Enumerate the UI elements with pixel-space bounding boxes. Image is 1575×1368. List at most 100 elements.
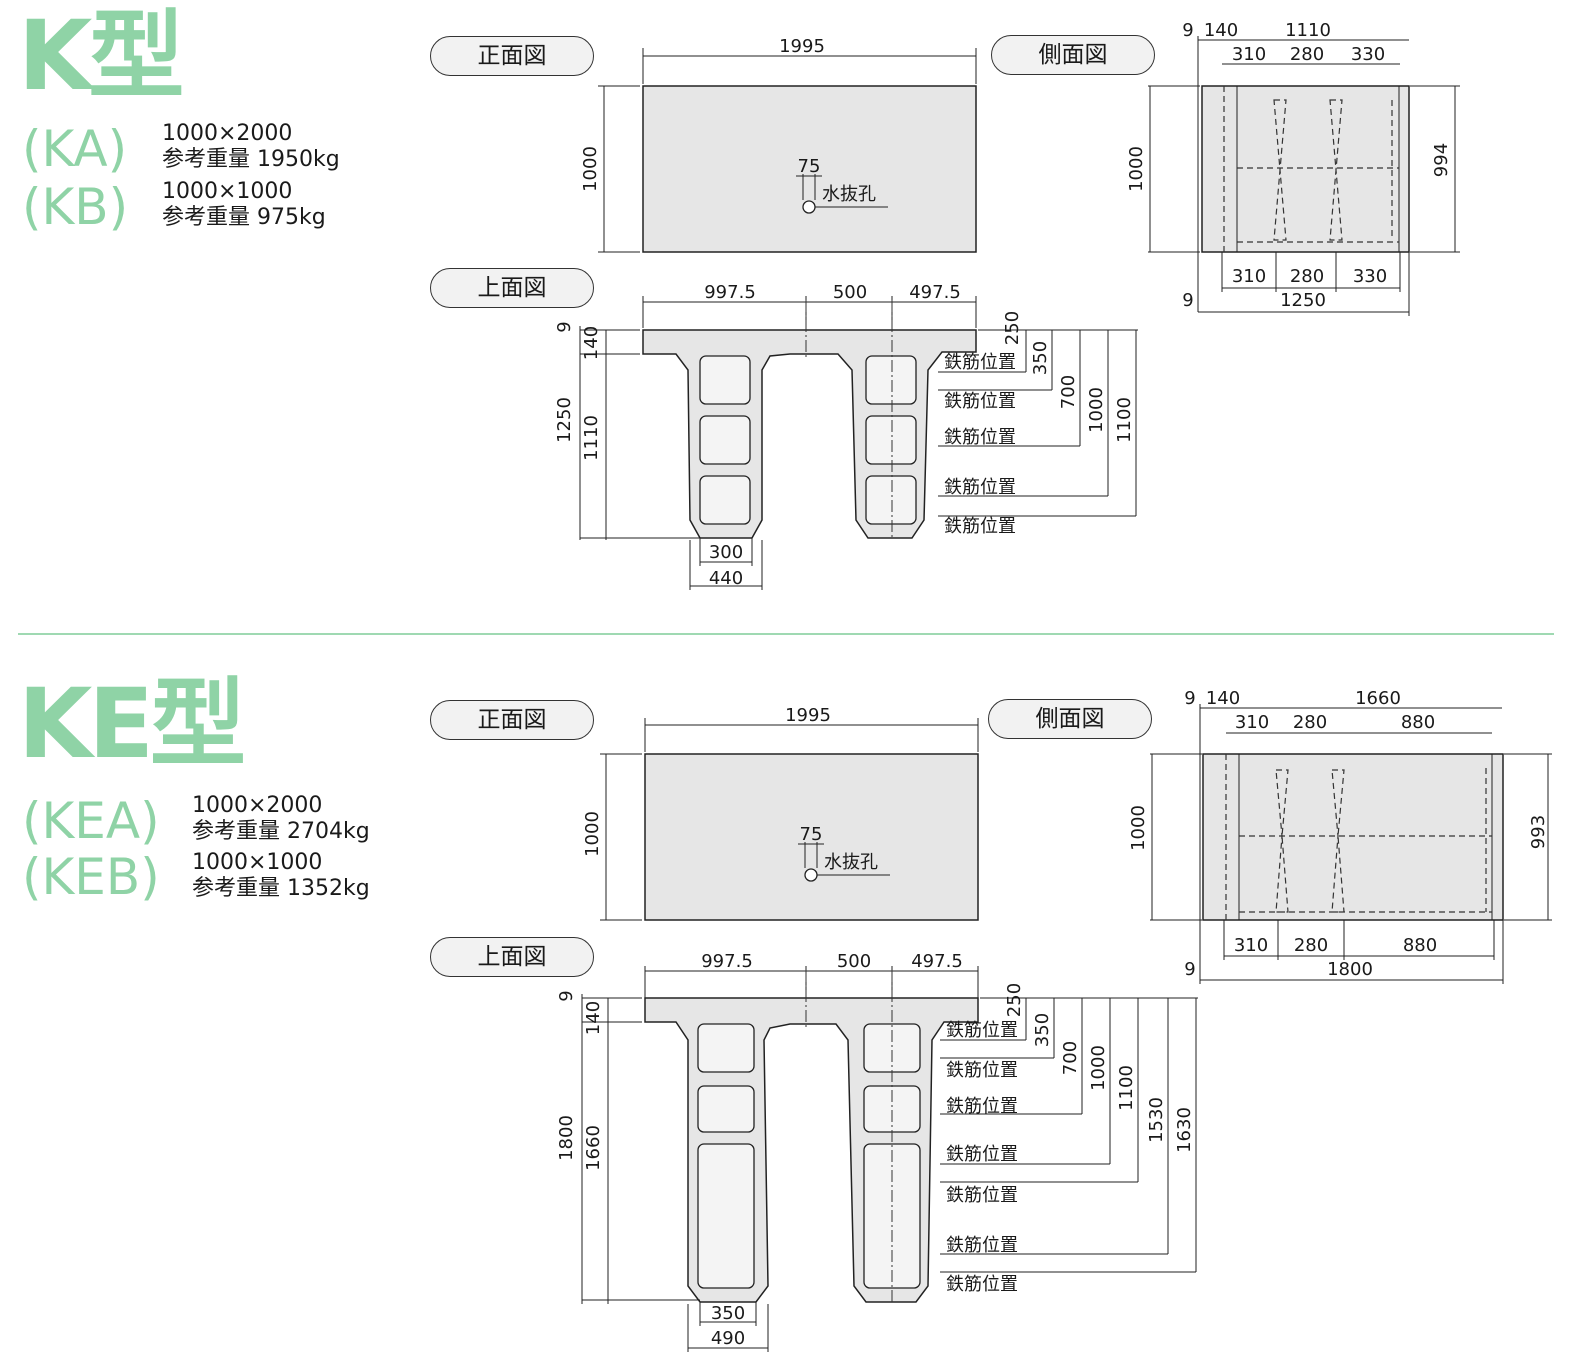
k-plan-top-dim-3: 497.5: [909, 282, 961, 303]
k-side-span-1: 310: [1232, 44, 1266, 65]
k-side-bottom-span-2: 280: [1290, 266, 1324, 287]
k-rebar-label-4: 鉄筋位置: [944, 477, 1016, 498]
ke-plan-left-dim-3: 1800: [556, 1115, 577, 1161]
ke-plan-left-dim-2: 140: [583, 1001, 604, 1035]
k-side-bottom-span-3: 330: [1353, 266, 1387, 287]
ke-plan-bottom-dim-1: 350: [711, 1303, 745, 1324]
ke-plan-right-dim-3: 700: [1060, 1041, 1081, 1075]
ke-front-view-label: 正面図: [430, 700, 594, 740]
ke-plan-right-dim-1: 250: [1004, 983, 1025, 1017]
ke-rebar-label-2: 鉄筋位置: [946, 1060, 1018, 1081]
ke-side-left-h: 1000: [1128, 805, 1149, 851]
keb-weight: 参考重量 1352kg: [192, 876, 370, 901]
ke-side-top-total: 1660: [1355, 688, 1401, 709]
ke-plan-right-dim-2: 350: [1032, 1013, 1053, 1047]
ke-side-bottom-span-1: 310: [1234, 935, 1268, 956]
ke-side-bottom-span-3: 880: [1403, 935, 1437, 956]
k-side-top-a: 9: [1182, 20, 1193, 41]
ke-front-width: 1995: [785, 705, 831, 726]
k-front-hole-label: 水抜孔: [822, 184, 876, 205]
k-side-view-label: 側面図: [991, 35, 1155, 75]
keb-size: 1000×1000: [192, 850, 323, 875]
ke-drawings: 1995 1000 75 水抜孔 9 140 1660 310 280 880: [556, 688, 1552, 1352]
ke-plan-top-dim-1: 997.5: [701, 951, 753, 972]
ke-type-section: KE型 (KEA) 1000×2000 参考重量 2704kg (KEB) 10…: [0, 636, 1575, 1368]
kb-weight: 参考重量 975kg: [162, 205, 326, 230]
kea-size: 1000×2000: [192, 793, 323, 818]
k-type-title: K型: [18, 0, 184, 112]
ke-front-hole-dia: 75: [800, 824, 823, 845]
kea-code: (KEA): [22, 792, 160, 850]
k-side-view: 9 140 1110 310 280 330 1000 994 310: [1126, 20, 1460, 316]
k-rebar-label-1: 鉄筋位置: [944, 352, 1016, 373]
ke-side-span-1: 310: [1235, 712, 1269, 733]
ke-plan-top-dim-2: 500: [837, 951, 871, 972]
k-side-top-b: 140: [1204, 20, 1238, 41]
k-front-width: 1995: [779, 36, 825, 57]
k-plan-top-dim-2: 500: [833, 282, 867, 303]
ke-top-view-label: 上面図: [430, 937, 594, 977]
ka-size: 1000×2000: [162, 121, 293, 146]
ke-plan-top-dim-3: 497.5: [911, 951, 963, 972]
k-side-bottom-a: 9: [1182, 290, 1193, 311]
ke-rebar-label-5: 鉄筋位置: [946, 1185, 1018, 1206]
k-rebar-label-3: 鉄筋位置: [944, 427, 1016, 448]
ke-side-right-h: 993: [1528, 815, 1549, 849]
k-front-hole-dia: 75: [798, 156, 821, 177]
ke-front-view: 1995 1000 75 水抜孔: [582, 705, 979, 921]
k-plan-right-dim-1: 250: [1002, 311, 1023, 345]
ke-plan-left-dim-1: 9: [556, 990, 577, 1001]
ka-weight: 参考重量 1950kg: [162, 147, 340, 172]
k-drawings: 1995 1000 75 水抜孔 9 140 1110 310 280 330: [554, 20, 1460, 590]
k-side-top-total: 1110: [1285, 20, 1331, 41]
ke-plan-left-dim-4: 1660: [583, 1125, 604, 1171]
ke-side-top-a: 9: [1184, 688, 1195, 709]
ke-side-bottom-a: 9: [1184, 959, 1195, 980]
k-plan-bottom-dim-1: 300: [709, 542, 743, 563]
k-rebar-label-2: 鉄筋位置: [944, 391, 1016, 412]
ke-plan-right-dim-5: 1100: [1116, 1065, 1137, 1111]
ke-plan-right-dim-4: 1000: [1088, 1045, 1109, 1091]
ka-code: (KA): [22, 120, 128, 178]
ke-side-span-2: 280: [1293, 712, 1327, 733]
keb-code: (KEB): [22, 848, 160, 906]
k-front-view-label: 正面図: [430, 36, 594, 76]
ke-plan-view: 997.5 500 497.5 9 140 1800 1660: [556, 951, 1198, 1352]
kb-size: 1000×1000: [162, 179, 293, 204]
ke-side-view-label: 側面図: [988, 699, 1152, 739]
k-plan-top-dim-1: 997.5: [704, 282, 756, 303]
ke-front-height: 1000: [582, 811, 603, 857]
k-side-right-h: 994: [1431, 143, 1452, 177]
k-plan-right-dim-2: 350: [1030, 341, 1051, 375]
ke-rebar-label-6: 鉄筋位置: [946, 1235, 1018, 1256]
k-plan-left-dim-1: 9: [554, 321, 575, 332]
ke-plan-bottom-dim-2: 490: [711, 1328, 745, 1349]
k-side-bottom-span-1: 310: [1232, 266, 1266, 287]
k-front-height: 1000: [580, 146, 601, 192]
k-plan-view: 997.5 500 497.5 9 140 1250 1110: [554, 282, 1138, 590]
k-plan-right-dim-5: 1100: [1114, 397, 1135, 443]
ke-plan-right-dim-6: 1530: [1146, 1097, 1167, 1143]
ke-plan-right-dim-7: 1630: [1174, 1107, 1195, 1153]
k-rebar-label-5: 鉄筋位置: [944, 516, 1016, 537]
ke-rebar-label-7: 鉄筋位置: [946, 1274, 1018, 1295]
k-plan-right-dim-4: 1000: [1086, 387, 1107, 433]
ke-rebar-label-1: 鉄筋位置: [946, 1020, 1018, 1041]
k-side-bottom-total: 1250: [1280, 290, 1326, 311]
ke-front-hole-label: 水抜孔: [824, 852, 878, 873]
ke-rebar-label-3: 鉄筋位置: [946, 1096, 1018, 1117]
ke-side-span-3: 880: [1401, 712, 1435, 733]
k-top-view-label: 上面図: [430, 268, 594, 308]
k-side-span-3: 330: [1351, 44, 1385, 65]
kb-code: (KB): [22, 178, 129, 236]
k-side-left-h: 1000: [1126, 146, 1147, 192]
ke-rebar-label-4: 鉄筋位置: [946, 1144, 1018, 1165]
k-front-view: 1995 1000 75 水抜孔: [580, 36, 977, 253]
ke-side-top-b: 140: [1206, 688, 1240, 709]
k-plan-left-dim-4: 1110: [581, 415, 602, 461]
section-divider: [18, 633, 1554, 635]
ke-side-view: 9 140 1660 310 280 880 1000 993 310: [1128, 688, 1552, 984]
ke-type-title: KE型: [18, 668, 246, 780]
k-type-section: K型 (KA) 1000×2000 参考重量 1950kg (KB) 1000×…: [0, 0, 1575, 630]
ke-side-bottom-span-2: 280: [1294, 935, 1328, 956]
